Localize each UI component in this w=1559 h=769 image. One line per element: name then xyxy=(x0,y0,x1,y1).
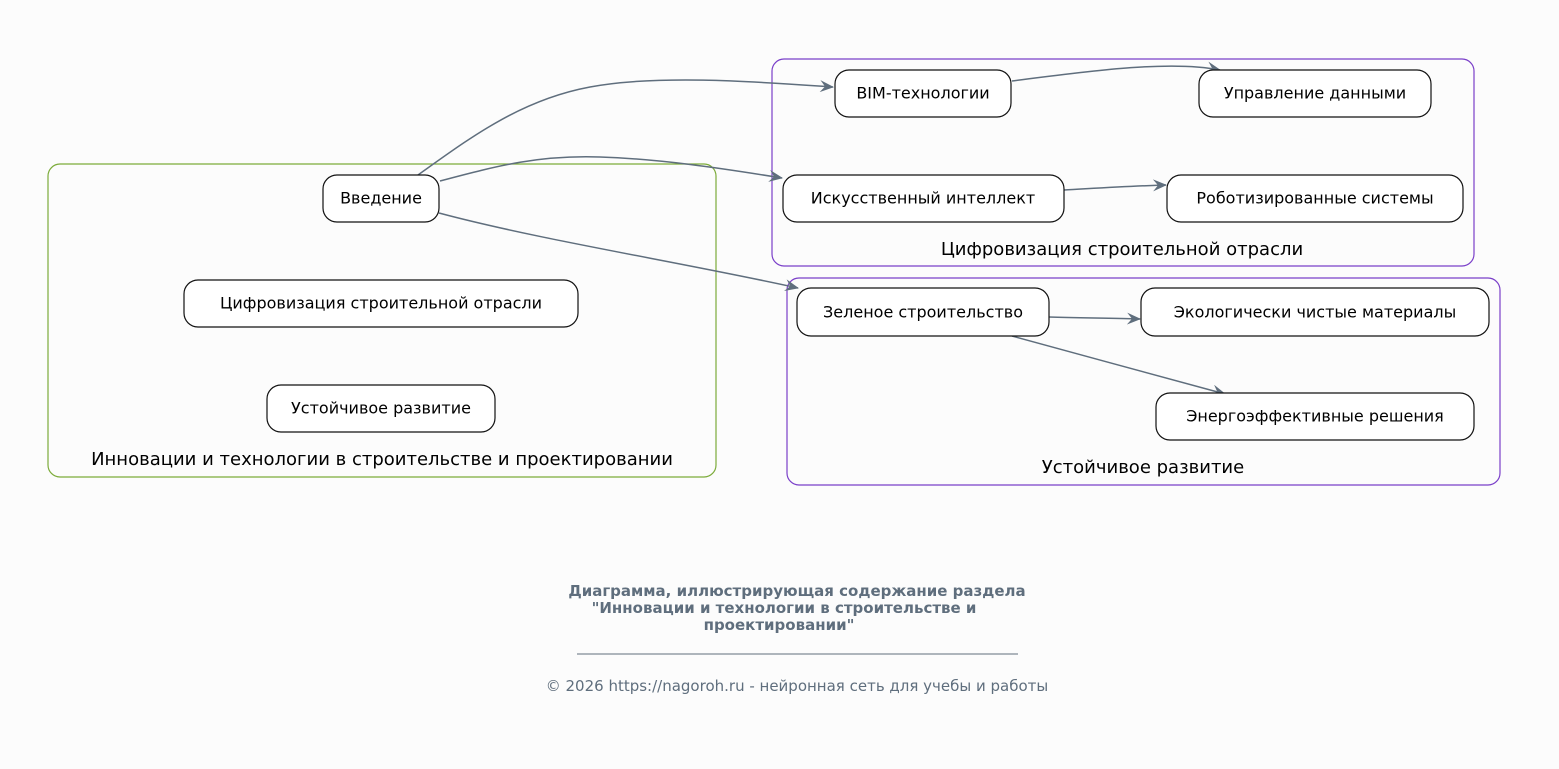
cluster-label: Устойчивое развитие xyxy=(1042,457,1244,478)
node-robots[interactable]: Роботизированные системы xyxy=(1166,174,1464,223)
node-sustainable[interactable]: Устойчивое развитие xyxy=(266,384,496,433)
node-ai[interactable]: Искусственный интеллект xyxy=(782,174,1065,223)
caption-line-3: проектировании" xyxy=(704,616,855,634)
node-intro[interactable]: Введение xyxy=(322,174,440,223)
node-label: BIM-технологии xyxy=(856,84,989,103)
cluster-digitalization: Цифровизация строительной отрасли xyxy=(771,58,1475,267)
node-label: Экологически чистые материалы xyxy=(1174,303,1456,322)
cluster-sustainable: Устойчивое развитие xyxy=(786,277,1501,486)
node-label: Цифровизация строительной отрасли xyxy=(220,294,542,313)
edge-intro-bim xyxy=(417,79,834,176)
node-label: Зеленое строительство xyxy=(823,303,1023,322)
node-label: Устойчивое развитие xyxy=(291,399,471,418)
node-data-management[interactable]: Управление данными xyxy=(1198,69,1432,118)
node-label: Роботизированные системы xyxy=(1196,189,1433,208)
edge-green-eco xyxy=(1048,312,1141,325)
node-label: Введение xyxy=(340,189,422,208)
edge-bim-data xyxy=(1011,61,1221,82)
edge-green-energy xyxy=(1011,335,1226,397)
node-label: Энергоэффективные решения xyxy=(1186,407,1444,426)
node-label: Управление данными xyxy=(1224,84,1406,103)
edge-intro-green xyxy=(438,212,799,292)
caption-line-2: "Инновации и технологии в строительстве … xyxy=(592,599,977,617)
cluster-label: Инновации и технологии в строительстве и… xyxy=(91,449,673,470)
node-bim[interactable]: BIM-технологии xyxy=(834,69,1012,118)
node-energy[interactable]: Энергоэффективные решения xyxy=(1155,392,1475,441)
cluster-label: Цифровизация строительной отрасли xyxy=(941,239,1303,260)
cluster-innovations: Инновации и технологии в строительстве и… xyxy=(47,163,717,478)
node-green[interactable]: Зеленое строительство xyxy=(796,287,1050,337)
node-label: Искусственный интеллект xyxy=(811,189,1035,208)
footer-copyright: © 2026 https://nagoroh.ru - нейронная се… xyxy=(546,677,1049,695)
node-digitalization[interactable]: Цифровизация строительной отрасли xyxy=(183,279,579,328)
edge-intro-ai xyxy=(439,155,783,182)
caption-line-1: Диаграмма, иллюстрирующая содержание раз… xyxy=(568,582,1025,600)
edge-ai-robots xyxy=(1063,179,1167,192)
node-eco[interactable]: Экологически чистые материалы xyxy=(1140,287,1490,337)
